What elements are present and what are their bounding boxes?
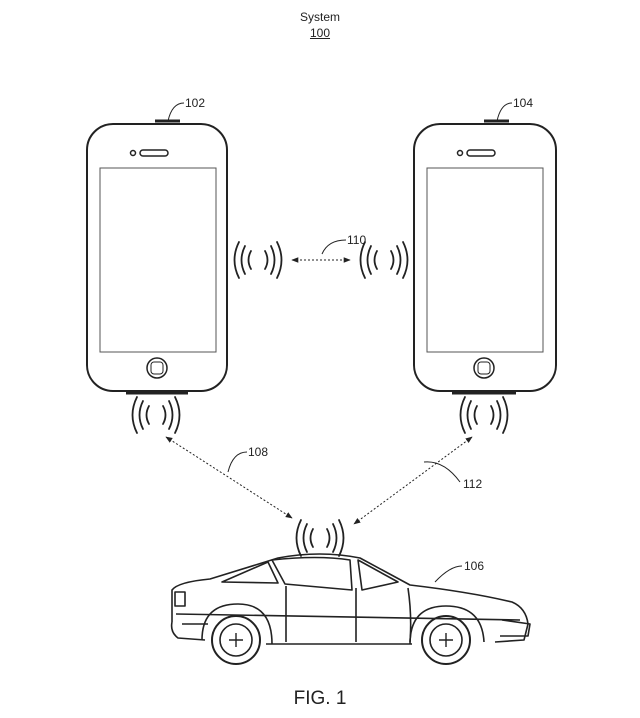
ref-label-102: 102 <box>185 96 205 110</box>
link-108-arrow <box>165 436 293 519</box>
smartphone-right-icon <box>413 119 557 395</box>
wireless-signal-icon <box>233 241 283 279</box>
leader-104 <box>496 102 513 122</box>
figure-caption: FIG. 1 <box>293 688 347 709</box>
leader-102 <box>167 102 185 122</box>
leader-110 <box>321 239 347 255</box>
wireless-signal-icon <box>459 396 509 434</box>
smartphone-left-icon <box>86 119 228 395</box>
leader-106 <box>434 565 463 583</box>
car-icon <box>170 553 531 665</box>
system-number: 100 <box>309 26 331 40</box>
wireless-signal-icon <box>295 519 345 557</box>
wireless-signal-icon <box>131 396 181 434</box>
ref-label-104: 104 <box>513 96 533 110</box>
link-112-arrow <box>353 436 473 525</box>
leader-108 <box>227 451 248 473</box>
ref-label-110: 110 <box>347 233 366 247</box>
system-title: System <box>299 10 340 24</box>
ref-label-106: 106 <box>464 559 484 573</box>
ref-label-112: 112 <box>463 477 482 491</box>
ref-label-108: 108 <box>248 445 268 459</box>
leader-112 <box>423 461 461 483</box>
wireless-signal-icon <box>359 241 409 279</box>
